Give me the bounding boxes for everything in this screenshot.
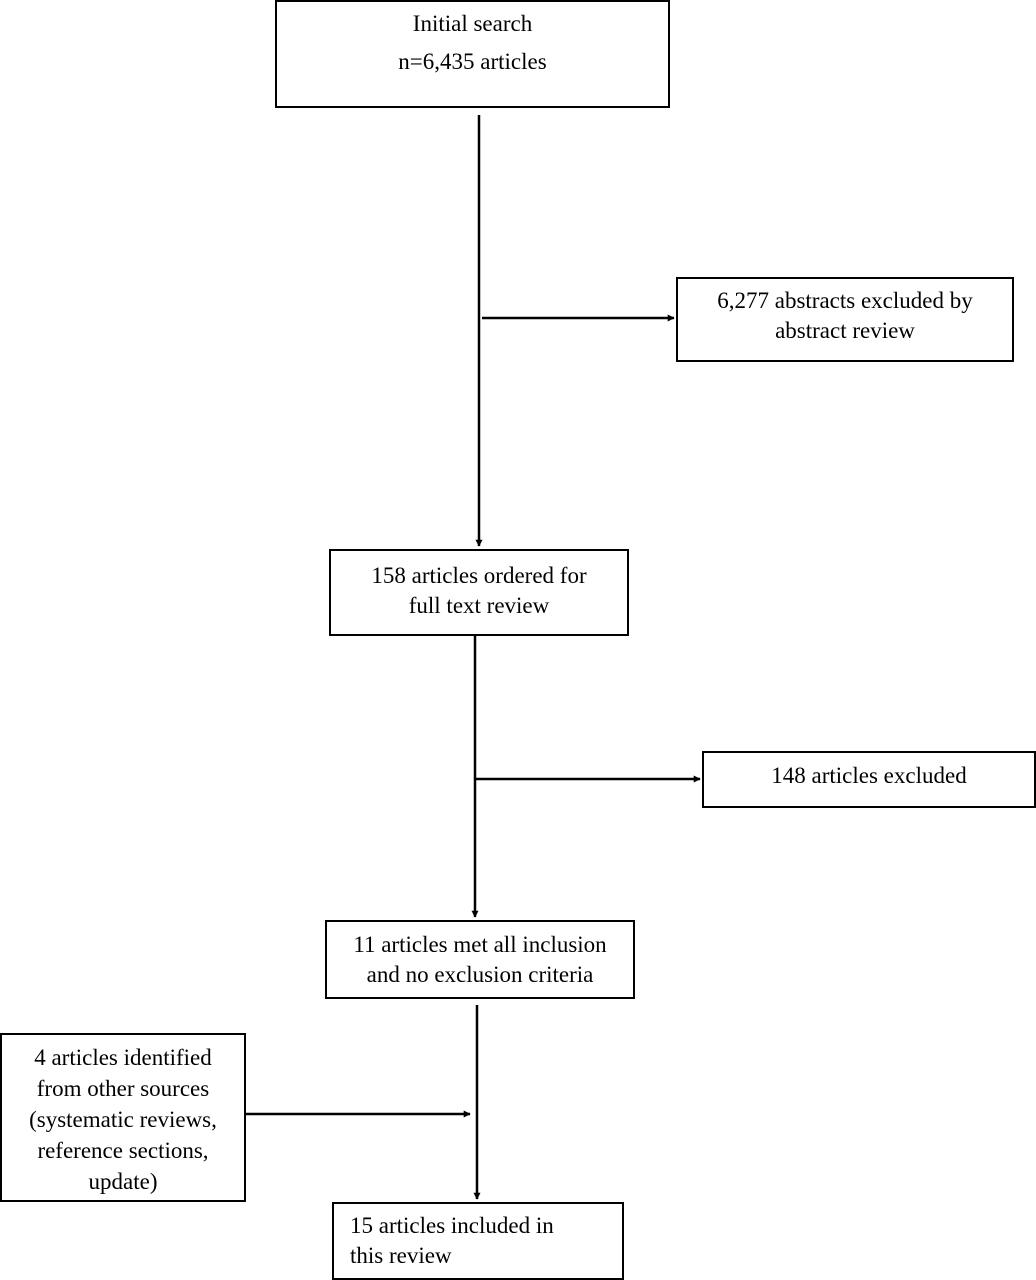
initial-search-count: n=6,435 articles bbox=[398, 49, 547, 74]
other-sources-line4: reference sections, bbox=[37, 1138, 209, 1163]
other-sources-line5: update) bbox=[88, 1169, 158, 1194]
included-box: 15 articles included in this review bbox=[332, 1202, 624, 1280]
other-sources-box: 4 articles identified from other sources… bbox=[0, 1033, 246, 1202]
other-sources-line3: (systematic reviews, bbox=[29, 1107, 217, 1132]
other-sources-line2: from other sources bbox=[36, 1076, 210, 1101]
full-text-review-line2: full text review bbox=[408, 593, 550, 618]
abstracts-excluded-line1: 6,277 abstracts excluded by bbox=[717, 288, 973, 313]
abstracts-excluded-line2: abstract review bbox=[775, 318, 915, 343]
initial-search-box: Initial search n=6,435 articles bbox=[275, 0, 670, 108]
met-criteria-line2: and no exclusion criteria bbox=[366, 962, 594, 987]
other-sources-line1: 4 articles identified bbox=[34, 1045, 212, 1070]
articles-excluded-line1: 148 articles excluded bbox=[771, 763, 967, 788]
full-text-review-line1: 158 articles ordered for bbox=[371, 563, 587, 588]
full-text-review-box: 158 articles ordered for full text revie… bbox=[329, 549, 629, 636]
abstracts-excluded-box: 6,277 abstracts excluded by abstract rev… bbox=[676, 277, 1014, 362]
articles-excluded-box: 148 articles excluded bbox=[702, 751, 1036, 808]
initial-search-title: Initial search bbox=[412, 11, 533, 36]
met-criteria-line1: 11 articles met all inclusion bbox=[353, 932, 607, 957]
included-line2: this review bbox=[350, 1243, 452, 1268]
met-criteria-box: 11 articles met all inclusion and no exc… bbox=[325, 920, 635, 999]
included-line1: 15 articles included in bbox=[350, 1213, 554, 1238]
